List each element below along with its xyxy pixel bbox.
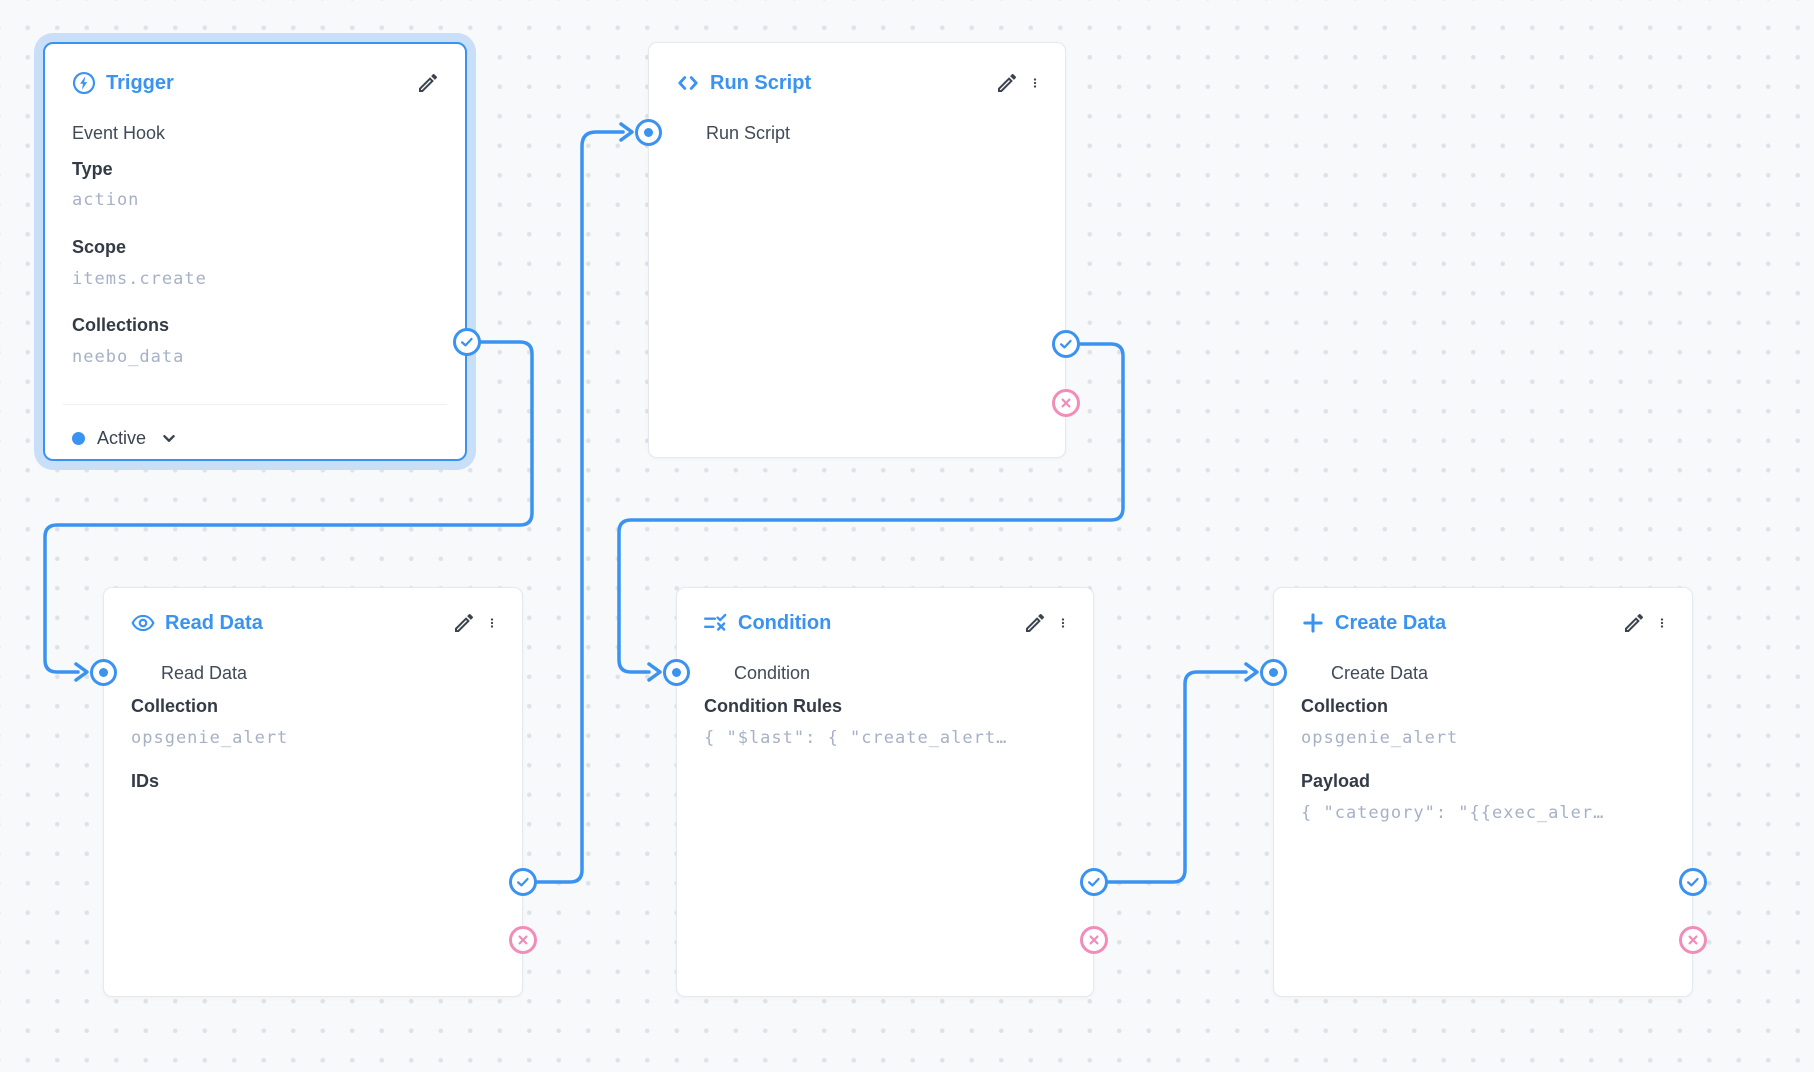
status-dot	[72, 431, 85, 445]
edit-icon[interactable]	[1022, 610, 1048, 636]
read-data-resolve-port[interactable]	[509, 868, 537, 896]
create-data-reject-port[interactable]	[1679, 926, 1707, 954]
wire-run-script-to-condition	[617, 342, 1125, 674]
edit-icon[interactable]	[1621, 610, 1647, 636]
run-script-reject-port[interactable]	[1052, 389, 1080, 417]
bolt-circle-icon	[71, 70, 97, 96]
node-run-script[interactable]: Run Script Run Script	[648, 42, 1066, 458]
trigger-subtitle: Event Hook	[72, 123, 166, 143]
input-port-label: Condition	[734, 663, 811, 683]
run-script-resolve-port[interactable]	[1052, 330, 1080, 358]
code-icon	[675, 70, 701, 96]
field-value: opsgenie_alert	[131, 728, 289, 748]
input-port-label: Run Script	[706, 123, 791, 143]
node-trigger[interactable]: Trigger Event Hook Type action Scope ite…	[43, 42, 467, 461]
wire-read-data-to-run-script	[535, 130, 625, 884]
field-label: Type	[72, 159, 113, 179]
field-label: Collections	[72, 315, 170, 335]
kebab-menu-icon[interactable]	[1057, 610, 1069, 636]
wire-condition-to-create-data	[1105, 670, 1248, 884]
wire-arrow-condition	[647, 662, 662, 682]
field-label: Collection	[131, 696, 219, 716]
node-condition[interactable]: Condition Condition Condition Rules { "$…	[676, 587, 1094, 997]
create-data-resolve-port[interactable]	[1679, 868, 1707, 896]
kebab-menu-icon[interactable]	[1029, 70, 1041, 96]
kebab-menu-icon[interactable]	[1656, 610, 1668, 636]
node-title: Create Data	[1335, 611, 1447, 634]
footer-divider	[63, 404, 447, 405]
run-script-input-port[interactable]	[635, 119, 662, 146]
wire-arrow-create-data	[1244, 662, 1259, 682]
field-value: action	[72, 190, 140, 210]
chevron-down-icon	[158, 427, 180, 449]
wire-arrow-run-script	[619, 122, 634, 142]
plus-icon	[1300, 610, 1326, 636]
read-data-input-port[interactable]	[90, 659, 117, 686]
condition-resolve-port[interactable]	[1080, 868, 1108, 896]
field-label: Scope	[72, 237, 127, 257]
field-label: Collection	[1301, 696, 1389, 716]
field-value: { "category": "{{exec_aler…	[1301, 803, 1605, 823]
trigger-status-toggle[interactable]: Active	[72, 416, 449, 460]
field-label: Condition Rules	[704, 696, 842, 716]
edit-icon[interactable]	[451, 610, 477, 636]
field-value: opsgenie_alert	[1301, 728, 1459, 748]
condition-input-port[interactable]	[663, 659, 690, 686]
read-data-reject-port[interactable]	[509, 926, 537, 954]
field-value: neebo_data	[72, 347, 185, 367]
field-value: items.create	[72, 269, 207, 289]
create-data-input-port[interactable]	[1260, 659, 1287, 686]
node-title: Trigger	[106, 71, 174, 94]
wire-trigger-to-read-data	[43, 340, 534, 674]
input-port-label: Create Data	[1331, 663, 1429, 683]
eye-icon	[130, 610, 156, 636]
condition-reject-port[interactable]	[1080, 926, 1108, 954]
field-value: { "$last": { "create_alert…	[704, 728, 1008, 748]
node-title: Run Script	[710, 71, 812, 94]
field-label: Payload	[1301, 771, 1371, 791]
node-title: Condition	[738, 611, 832, 634]
node-title: Read Data	[165, 611, 263, 634]
node-create-data[interactable]: Create Data Create Data Collection opsge…	[1273, 587, 1693, 997]
rule-icon	[703, 610, 729, 636]
trigger-resolve-port[interactable]	[453, 328, 481, 356]
status-label: Active	[97, 427, 147, 448]
kebab-menu-icon[interactable]	[486, 610, 498, 636]
wire-arrow-read-data	[74, 662, 89, 682]
node-read-data[interactable]: Read Data Read Data Collection opsgenie_…	[103, 587, 523, 997]
field-label: IDs	[131, 771, 160, 791]
edit-icon[interactable]	[994, 70, 1020, 96]
input-port-label: Read Data	[161, 663, 248, 683]
edit-icon[interactable]	[415, 70, 441, 96]
